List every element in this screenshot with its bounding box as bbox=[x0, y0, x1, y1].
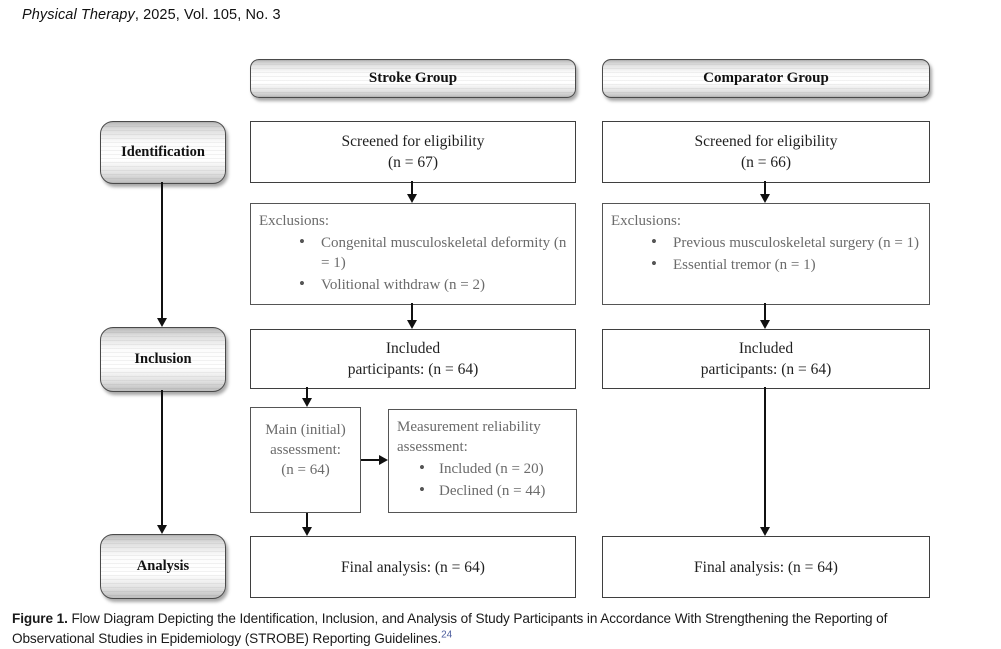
arrow-main-assessment-to-final bbox=[306, 513, 308, 528]
stroke-screened-count: (n = 67) bbox=[387, 154, 439, 171]
stage-analysis: Analysis bbox=[100, 534, 226, 599]
comparator-included-box: Included participants: (n = 64) bbox=[602, 329, 930, 389]
stroke-exclusion-item: Volitional withdraw (n = 2) bbox=[299, 274, 571, 295]
comparator-exclusions-box: Exclusions: Previous musculoskeletal sur… bbox=[602, 203, 930, 305]
arrow-main-to-reliability bbox=[361, 459, 380, 461]
comparator-screened-box: Screened for eligibility (n = 66) bbox=[602, 121, 930, 183]
main-assessment-line1: Main (initial) bbox=[265, 422, 346, 438]
comparator-exclusion-item: Previous musculoskeletal surgery (n = 1) bbox=[651, 232, 925, 253]
arrowhead-main-assessment-to-final bbox=[302, 527, 312, 536]
stroke-group-header: Stroke Group bbox=[250, 59, 576, 98]
reliability-assessment-box: Measurement reliability assessment: Incl… bbox=[388, 409, 577, 513]
comparator-exclusions-title: Exclusions: bbox=[611, 213, 681, 229]
arrow-stroke-included-to-main-assessment bbox=[306, 387, 308, 399]
arrow-comparator-exclusions-to-included bbox=[764, 303, 766, 321]
comparator-included-line1: Included bbox=[738, 340, 794, 357]
figure-caption-label: Figure 1. bbox=[12, 611, 68, 626]
comparator-included-count: participants: (n = 64) bbox=[700, 361, 832, 378]
figure-caption: Figure 1. Flow Diagram Depicting the Ide… bbox=[12, 609, 994, 648]
arrow-stroke-exclusions-to-included bbox=[411, 303, 413, 321]
arrow-inclusion-to-analysis bbox=[161, 390, 163, 526]
comparator-exclusion-item: Essential tremor (n = 1) bbox=[651, 254, 925, 275]
stage-analysis-label: Analysis bbox=[136, 558, 190, 574]
arrowhead-comparator-exclusions-to-included bbox=[760, 320, 770, 329]
stroke-group-header-label: Stroke Group bbox=[368, 70, 458, 86]
journal-issue: , 2025, Vol. 105, No. 3 bbox=[134, 7, 281, 23]
arrowhead-main-to-reliability bbox=[379, 455, 388, 465]
stroke-included-count: participants: (n = 64) bbox=[347, 361, 479, 378]
reliability-list: Included (n = 20) Declined (n = 44) bbox=[389, 458, 576, 501]
reliability-item: Declined (n = 44) bbox=[419, 480, 572, 501]
arrowhead-inclusion-to-analysis bbox=[157, 525, 167, 534]
main-assessment-line2: assessment: bbox=[270, 442, 341, 458]
reliability-item: Included (n = 20) bbox=[419, 458, 572, 479]
stage-inclusion: Inclusion bbox=[100, 327, 226, 392]
stroke-exclusions-box: Exclusions: Congenital musculoskeletal d… bbox=[250, 203, 576, 305]
stroke-screened-box: Screened for eligibility (n = 67) bbox=[250, 121, 576, 183]
arrowhead-comparator-screened-to-exclusions bbox=[760, 194, 770, 203]
stroke-included-line1: Included bbox=[385, 340, 441, 357]
main-assessment-count: (n = 64) bbox=[281, 462, 330, 478]
reliability-line1: Measurement reliability bbox=[397, 419, 541, 435]
comparator-exclusions-list: Previous musculoskeletal surgery (n = 1)… bbox=[603, 232, 929, 275]
arrowhead-identification-to-inclusion bbox=[157, 318, 167, 327]
comparator-final-analysis-label: Final analysis: (n = 64) bbox=[694, 558, 838, 576]
stroke-exclusions-title: Exclusions: bbox=[259, 213, 329, 229]
arrow-comparator-included-to-final bbox=[764, 387, 766, 528]
arrow-comparator-screened-to-exclusions bbox=[764, 181, 766, 195]
figure-caption-reference-link[interactable]: 24 bbox=[441, 628, 453, 640]
comparator-screened-line1: Screened for eligibility bbox=[694, 133, 838, 150]
arrow-stroke-screened-to-exclusions bbox=[411, 181, 413, 195]
stroke-final-analysis-label: Final analysis: (n = 64) bbox=[341, 558, 485, 576]
reliability-line2: assessment: bbox=[397, 439, 468, 455]
comparator-group-header: Comparator Group bbox=[602, 59, 930, 98]
stage-identification-label: Identification bbox=[121, 144, 205, 160]
stroke-exclusions-list: Congenital musculoskeletal deformity (n … bbox=[251, 232, 575, 295]
arrowhead-stroke-screened-to-exclusions bbox=[407, 194, 417, 203]
comparator-final-analysis-box: Final analysis: (n = 64) bbox=[602, 536, 930, 598]
journal-title: Physical Therapy bbox=[22, 7, 135, 23]
stage-inclusion-label: Inclusion bbox=[134, 351, 192, 367]
stroke-included-box: Included participants: (n = 64) bbox=[250, 329, 576, 389]
comparator-screened-count: (n = 66) bbox=[740, 154, 792, 171]
arrowhead-stroke-included-to-main-assessment bbox=[302, 398, 312, 407]
journal-header: Physical Therapy, 2025, Vol. 105, No. 3 bbox=[22, 7, 281, 23]
main-assessment-box: Main (initial) assessment: (n = 64) bbox=[250, 407, 361, 513]
figure-caption-line1: Flow Diagram Depicting the Identificatio… bbox=[67, 611, 888, 626]
stroke-exclusion-item: Congenital musculoskeletal deformity (n … bbox=[299, 232, 571, 273]
comparator-group-header-label: Comparator Group bbox=[703, 70, 829, 86]
figure-caption-line2: Observational Studies in Epidemiology (S… bbox=[12, 630, 442, 646]
stage-identification: Identification bbox=[100, 121, 226, 184]
stroke-screened-line1: Screened for eligibility bbox=[341, 133, 485, 150]
arrowhead-stroke-exclusions-to-included bbox=[407, 320, 417, 329]
arrowhead-comparator-included-to-final bbox=[760, 527, 770, 536]
arrow-identification-to-inclusion bbox=[161, 182, 163, 319]
stroke-final-analysis-box: Final analysis: (n = 64) bbox=[250, 536, 576, 598]
